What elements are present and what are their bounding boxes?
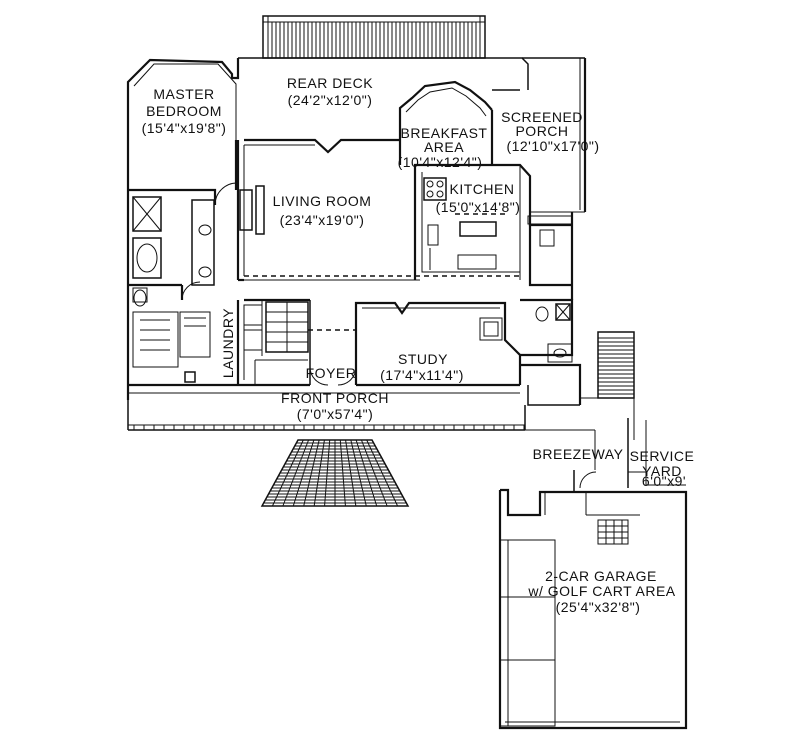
garage-walls bbox=[498, 488, 688, 730]
service-yard-name-2: YARD bbox=[642, 463, 682, 479]
master-bedroom-walls bbox=[126, 58, 240, 400]
front-step-line bbox=[282, 439, 310, 507]
rear-deck-name: REAR DECK bbox=[287, 75, 373, 91]
living-room-walls bbox=[236, 138, 520, 282]
living-room-size: (23'4"x19'0") bbox=[280, 212, 365, 228]
garage-size: (25'4"x32'8") bbox=[556, 599, 641, 615]
central-walls bbox=[236, 298, 522, 387]
front-porch-name: FRONT PORCH bbox=[281, 390, 389, 406]
master-bath-fixtures bbox=[128, 196, 238, 387]
screened-porch-size: (12'10"x17'0") bbox=[506, 138, 599, 154]
front-step-line bbox=[271, 439, 304, 507]
kitchen-size: (15'0"x14'8") bbox=[436, 199, 521, 215]
study-size: (17'4"x11'4") bbox=[380, 367, 464, 383]
rear-deck-railing bbox=[238, 15, 529, 90]
master-bedroom-size: (15'4"x19'8") bbox=[142, 120, 227, 136]
front-step-line bbox=[350, 439, 367, 507]
front-step-line bbox=[366, 439, 399, 507]
screened-porch-name-2: PORCH bbox=[515, 123, 568, 139]
front-step-line bbox=[303, 439, 320, 507]
front-step-line bbox=[292, 439, 315, 507]
front-step-line bbox=[313, 439, 325, 507]
screened-porch-name-1: SCREENED bbox=[501, 109, 583, 125]
front-porch-size: (7'0"x57'4") bbox=[297, 406, 374, 422]
breakfast-area-size: (10'4"x12'4") bbox=[398, 154, 483, 170]
master-bedroom-name-1: MASTER bbox=[153, 86, 214, 102]
front-step-line bbox=[345, 439, 357, 507]
breakfast-area-name-2: AREA bbox=[424, 139, 464, 155]
east-wing bbox=[520, 298, 635, 406]
front-step-line bbox=[360, 439, 388, 507]
living-room-name: LIVING ROOM bbox=[273, 193, 372, 209]
kitchen-name: KITCHEN bbox=[450, 181, 515, 197]
kitchen-breakfast-walls bbox=[398, 57, 587, 300]
service-yard-size: 6'0"x9' bbox=[642, 473, 686, 489]
service-yard-name-1: SERVICE bbox=[630, 448, 695, 464]
front-step-line bbox=[355, 439, 378, 507]
front-step-line bbox=[339, 439, 346, 507]
study-name: STUDY bbox=[398, 351, 448, 367]
rear-deck-size: (24'2"x12'0") bbox=[288, 92, 373, 108]
garage-name-2: w/ GOLF CART AREA bbox=[527, 583, 675, 599]
garage-name-1: 2-CAR GARAGE bbox=[545, 568, 657, 584]
room-labels: REAR DECK (24'2"x12'0") MASTER BEDROOM (… bbox=[142, 75, 695, 615]
breakfast-area-name-1: BREAKFAST bbox=[401, 125, 488, 141]
breezeway-name: BREEZEWAY bbox=[533, 446, 624, 462]
front-step-line bbox=[324, 439, 331, 507]
breezeway bbox=[525, 398, 686, 492]
front-porch bbox=[127, 392, 526, 507]
laundry-name: LAUNDRY bbox=[220, 308, 236, 378]
master-bedroom-name-2: BEDROOM bbox=[146, 103, 222, 119]
foyer-name: FOYER bbox=[306, 365, 357, 381]
